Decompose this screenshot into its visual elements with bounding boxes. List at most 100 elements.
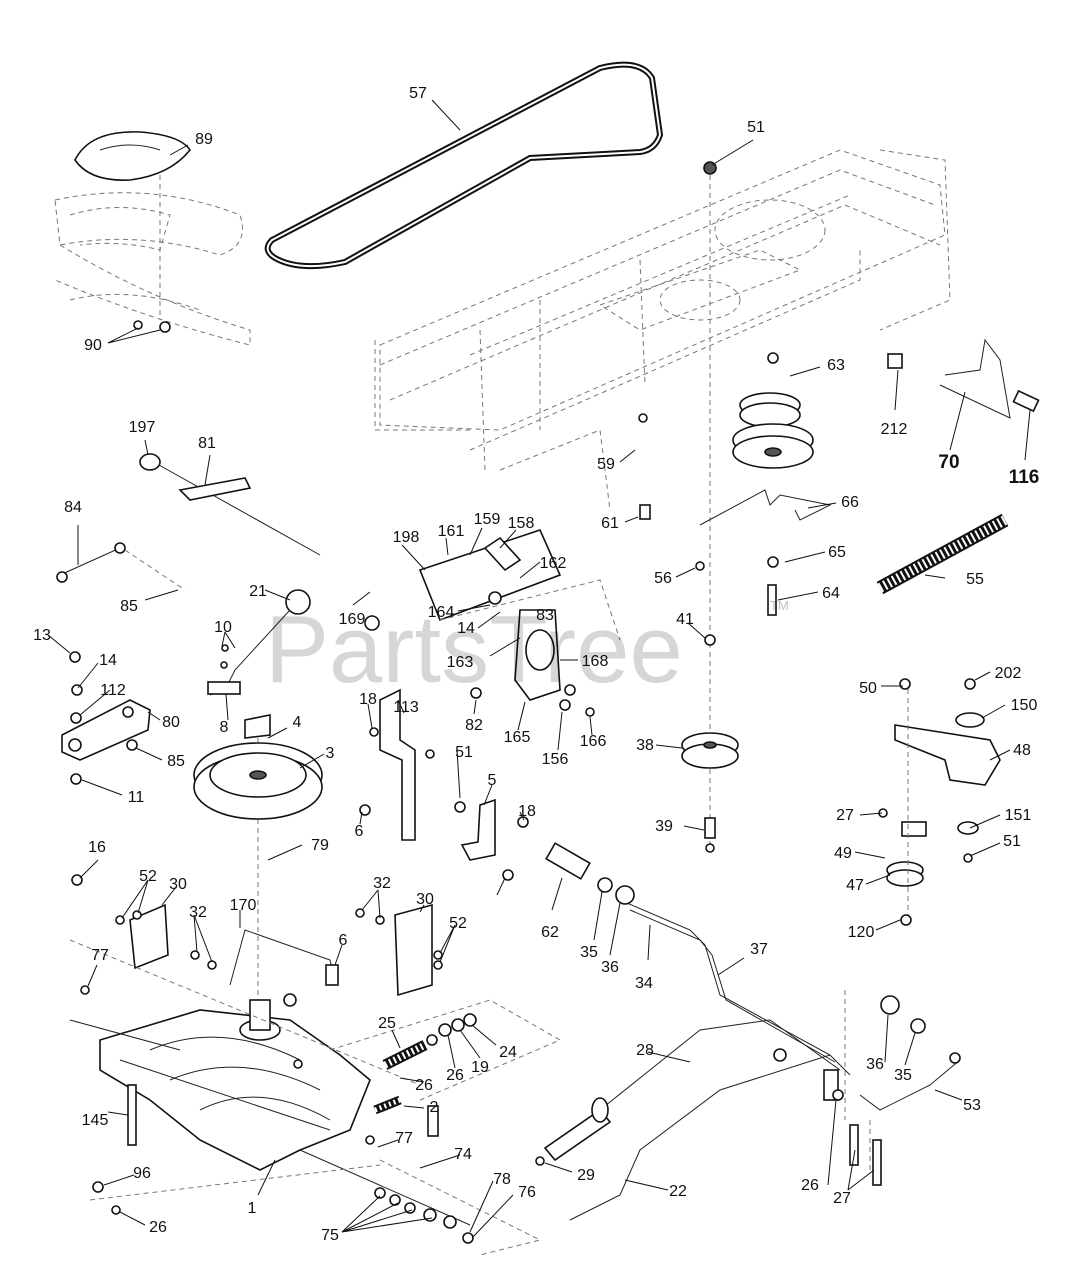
callout: 49	[834, 845, 852, 862]
callout: 90	[84, 337, 102, 354]
callout: 21	[249, 583, 267, 600]
callout: 26	[446, 1067, 464, 1084]
callout: 82	[465, 717, 483, 734]
watermark: PartsTree	[265, 596, 683, 703]
callout: 145	[82, 1112, 109, 1129]
callout: 4	[293, 714, 302, 731]
callout: 6	[339, 932, 348, 949]
callout: 36	[866, 1056, 884, 1073]
watermark-tm: TM	[770, 598, 789, 613]
callout: 11	[128, 789, 145, 806]
callout: 8	[220, 719, 229, 736]
callout: 77	[395, 1130, 413, 1147]
callout: 65	[828, 544, 846, 561]
callout: 76	[518, 1184, 536, 1201]
callout: 151	[1005, 807, 1032, 824]
callout: 47	[846, 877, 864, 894]
callout: 39	[655, 818, 673, 835]
callout: 63	[827, 357, 845, 374]
callout: 26	[415, 1077, 433, 1094]
callout: 5	[488, 772, 497, 789]
callout: 51	[1003, 833, 1021, 850]
drive-belt	[264, 61, 664, 270]
callout: 198	[393, 529, 420, 546]
callout: 53	[963, 1097, 981, 1114]
callout: 3	[326, 745, 335, 762]
callout: 2	[430, 1099, 439, 1116]
callout: 78	[493, 1171, 511, 1188]
spring-55	[876, 513, 1009, 595]
callout: 61	[601, 515, 619, 532]
callout: 25	[378, 1015, 396, 1032]
callout: 32	[189, 904, 207, 921]
callout: 66	[841, 494, 859, 511]
callout: 74	[454, 1146, 472, 1163]
callout: 48	[1013, 742, 1031, 759]
callout: 28	[636, 1042, 654, 1059]
callout: 34	[635, 975, 653, 992]
callout: 36	[601, 959, 619, 976]
callout: 159	[474, 511, 501, 528]
callout: 85	[167, 753, 185, 770]
callout: 18	[518, 803, 536, 820]
callout: 41	[676, 611, 694, 628]
callout: 18	[359, 691, 377, 708]
callout: 113	[393, 699, 419, 716]
callout: 51	[455, 744, 473, 761]
callout: 14	[457, 620, 475, 637]
callout: 30	[169, 876, 187, 893]
callout: 150	[1011, 697, 1038, 714]
callout: 75	[321, 1227, 339, 1244]
callout: 169	[339, 611, 366, 628]
callout: 30	[416, 891, 434, 908]
callout: 83	[536, 607, 554, 624]
callout: 77	[91, 947, 109, 964]
callout: 35	[894, 1067, 912, 1084]
callout: 27	[833, 1190, 851, 1207]
leader-lines	[47, 99, 1031, 1239]
fender-outline	[54, 175, 251, 346]
callout: 81	[198, 435, 216, 452]
callout: 202	[995, 665, 1022, 682]
callout: 29	[577, 1167, 595, 1184]
callout: 27	[836, 807, 854, 824]
callout-labels: 57 51 89 90 63 212 70 116 197 81 59 61 6…	[33, 85, 1039, 1244]
callout: 112	[100, 682, 126, 699]
callout: 32	[373, 875, 391, 892]
callout: 6	[355, 823, 364, 840]
callout: 13	[33, 627, 51, 644]
callout: 55	[966, 571, 984, 588]
callout: 162	[540, 555, 567, 572]
callout: 38	[636, 737, 654, 754]
callout: 166	[580, 733, 607, 750]
callout: 70	[938, 452, 959, 473]
callout: 79	[311, 837, 329, 854]
callout: 89	[195, 131, 213, 148]
callout: 96	[133, 1165, 151, 1182]
callout: 26	[149, 1219, 167, 1236]
callout: 80	[162, 714, 180, 731]
callout: 16	[88, 839, 106, 856]
callout: 85	[120, 598, 138, 615]
hardware	[69, 320, 976, 1244]
callout: 22	[669, 1183, 687, 1200]
callout: 161	[438, 523, 465, 540]
callout: 52	[139, 868, 157, 885]
callout: 57	[409, 85, 427, 102]
callout: 37	[750, 941, 768, 958]
callout: 156	[542, 751, 569, 768]
callout: 170	[230, 897, 257, 914]
frame-outline	[374, 149, 951, 511]
callout: 19	[471, 1059, 489, 1076]
callout: 24	[499, 1044, 517, 1061]
callout: 51	[747, 119, 765, 136]
callout: 158	[508, 515, 535, 532]
callout: 62	[541, 924, 559, 941]
callout: 1	[248, 1200, 257, 1217]
callout: 212	[881, 421, 908, 438]
callout: 84	[64, 499, 82, 516]
callout: 64	[822, 585, 840, 602]
callout: 52	[449, 915, 467, 932]
callout: 50	[859, 680, 877, 697]
